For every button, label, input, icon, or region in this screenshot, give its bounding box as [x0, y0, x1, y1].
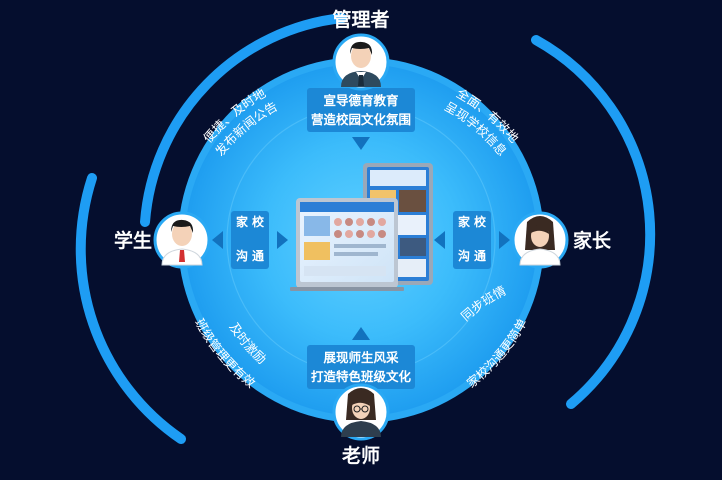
right-box-char-3: 沟 — [458, 248, 470, 263]
role-label-teacher: 老师 — [342, 444, 380, 467]
bottom-message-box — [307, 345, 415, 389]
woman-avatar-icon — [511, 211, 569, 269]
arrow-right-in — [434, 231, 445, 249]
left-box-char-2: 校 — [252, 214, 265, 229]
role-label-parent: 家长 — [573, 229, 612, 252]
left-box-char-4: 通 — [252, 248, 264, 263]
bottom-box-line-2: 打造特色班级文化 — [311, 369, 412, 384]
boy-avatar-icon — [153, 211, 211, 269]
arrow-up — [352, 327, 370, 340]
left-box-char-3: 沟 — [236, 248, 248, 263]
arrow-left-in — [277, 231, 288, 249]
role-label-student: 学生 — [114, 229, 152, 252]
left-communication-box — [231, 211, 269, 269]
top-box-line-1: 宣导德育教育 — [323, 93, 399, 108]
right-box-char-2: 校 — [474, 214, 487, 229]
smart-class-board-device-icon — [290, 163, 433, 291]
top-message-box — [307, 88, 415, 132]
arrows — [212, 137, 510, 340]
outer-ring — [75, 13, 656, 444]
right-communication-box — [453, 211, 491, 269]
right-box-char-1: 家 — [458, 214, 471, 229]
man-with-tie-avatar-icon — [332, 33, 390, 91]
left-box-char-1: 家 — [236, 214, 249, 229]
arrow-right — [499, 231, 510, 249]
arrow-down — [352, 137, 370, 150]
right-box-char-4: 通 — [474, 248, 486, 263]
woman-with-glasses-avatar-icon — [332, 383, 390, 441]
arrow-left — [212, 231, 223, 249]
role-label-admin: 管理者 — [332, 8, 389, 31]
bottom-box-line-1: 展现师生风采 — [323, 350, 399, 365]
top-box-line-2: 营造校园文化氛围 — [311, 112, 411, 127]
